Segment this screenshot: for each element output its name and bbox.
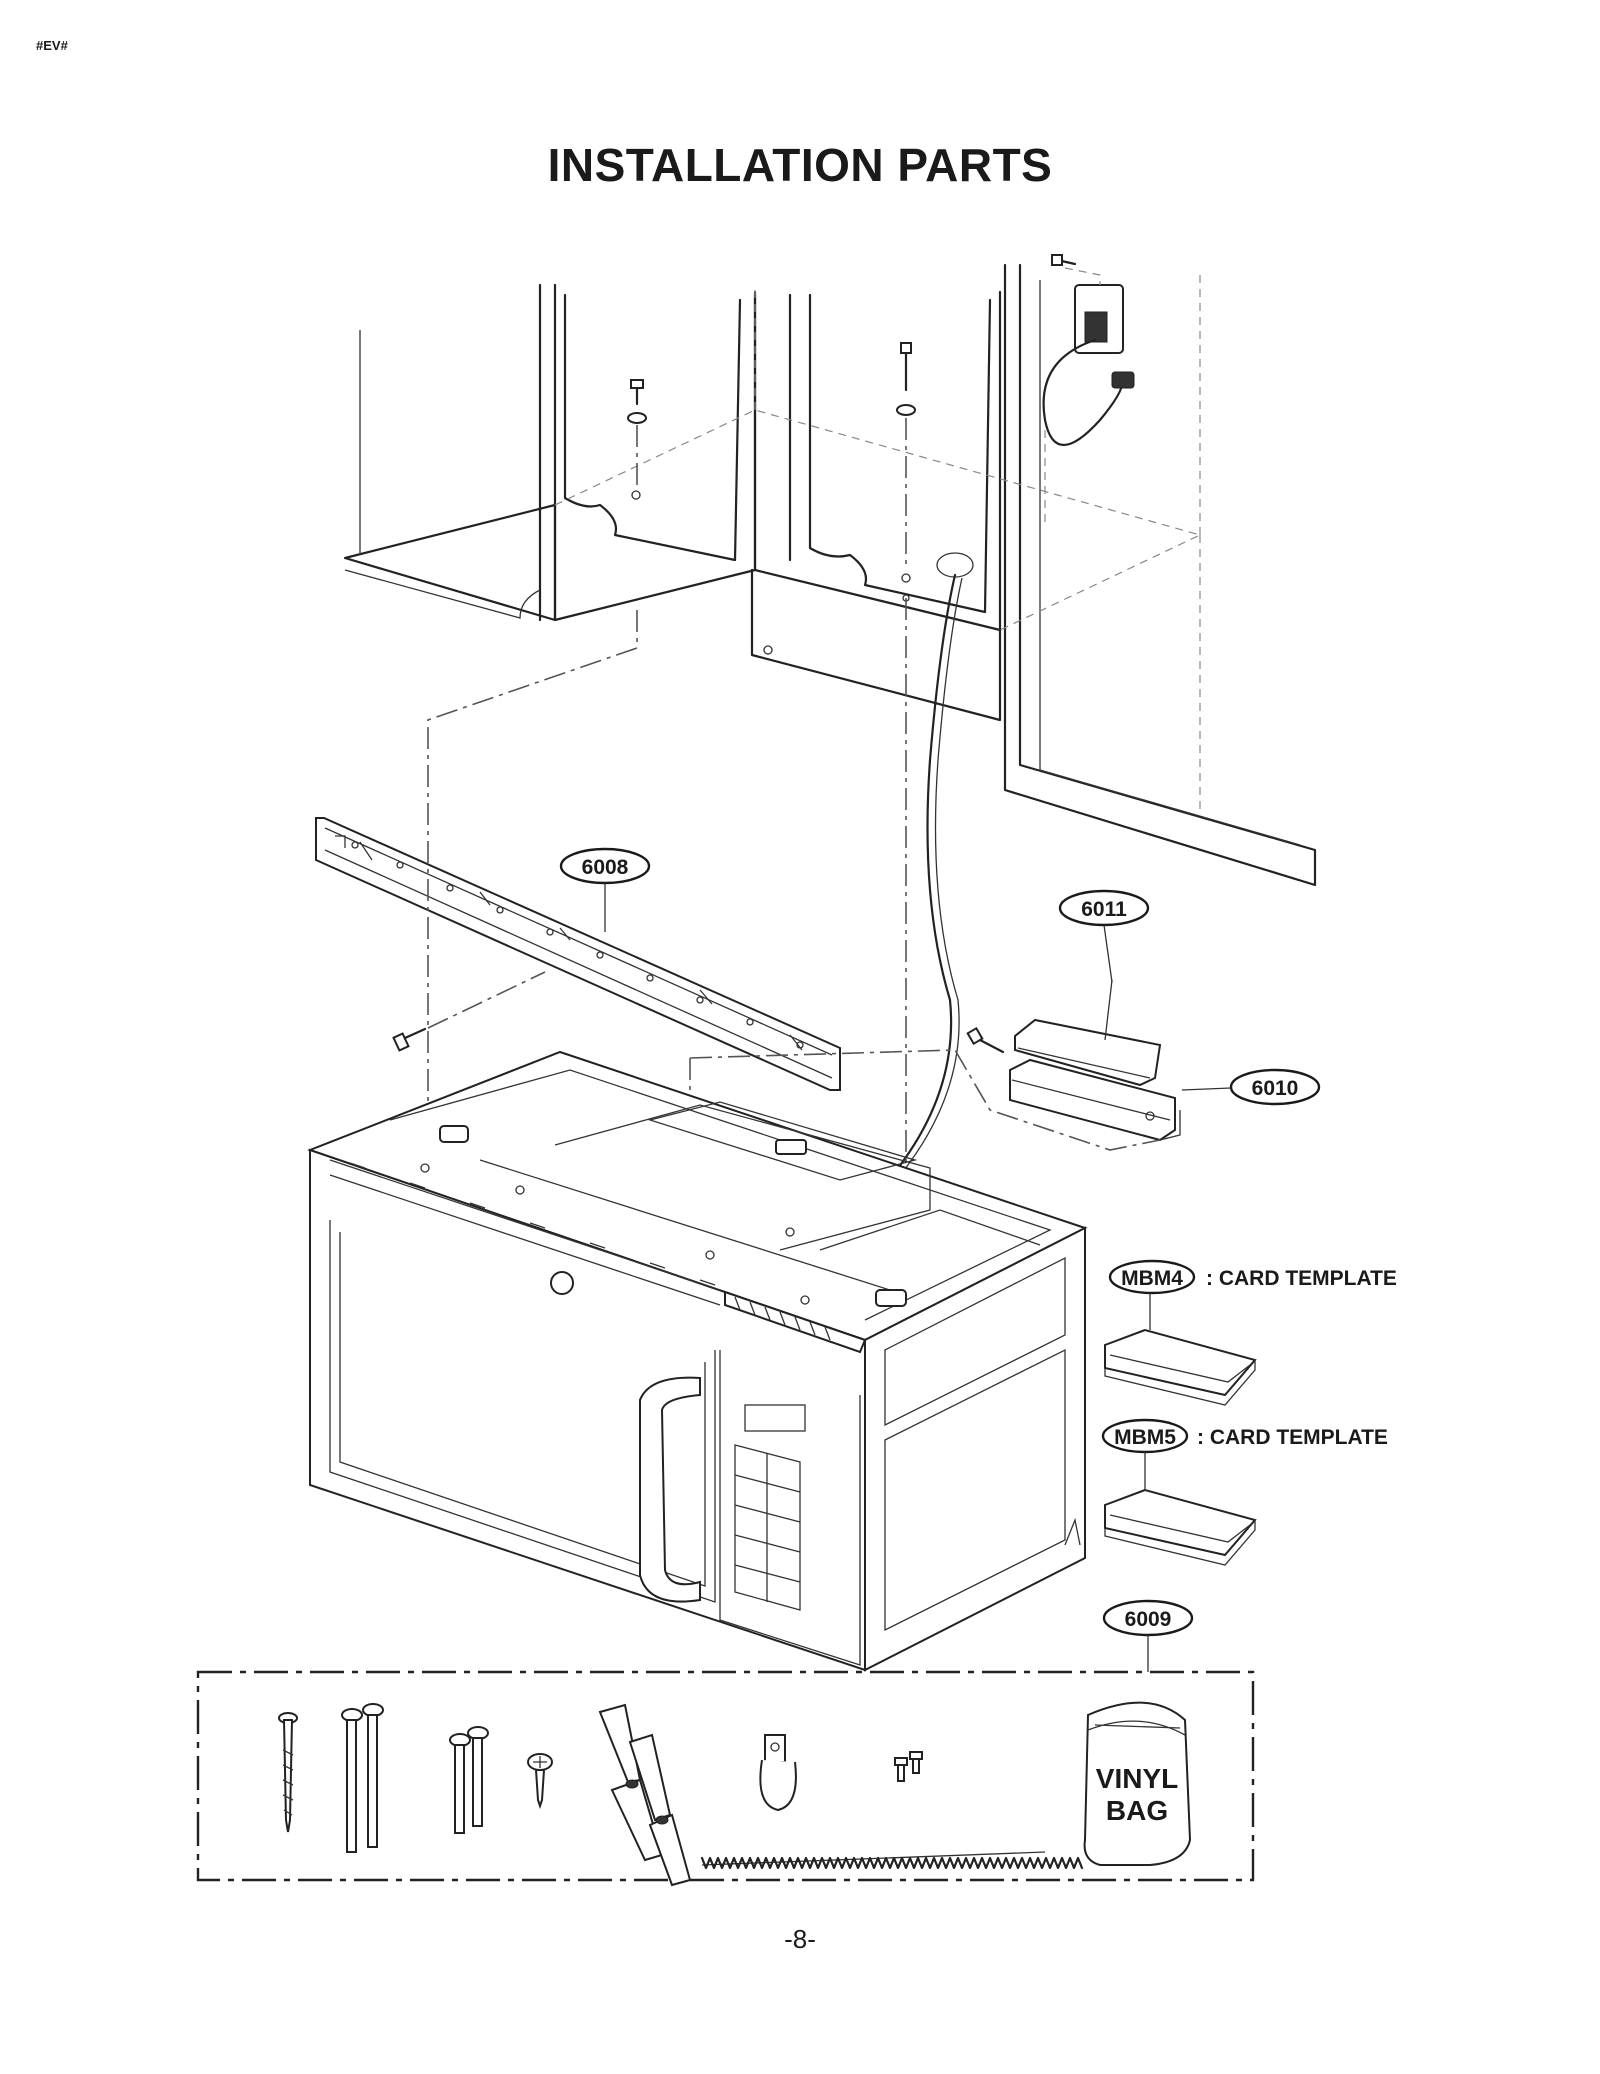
wall-cabinets [343, 254, 1317, 887]
exhaust-adaptor [1014, 979, 1162, 1087]
pan-screw [527, 1753, 553, 1810]
plate-screw [392, 1027, 427, 1052]
callout-6011: 6011 [1058, 889, 1150, 983]
mounting-plate [315, 817, 841, 1091]
wall-outlet [1042, 254, 1135, 447]
callout-mbm4-desc: : CARD TEMPLATE [1206, 1267, 1397, 1290]
small-screws [894, 1751, 923, 1782]
vinyl-bag-label-line2: BAG [1106, 1795, 1168, 1826]
page-title: INSTALLATION PARTS [547, 139, 1053, 191]
short-bolts [449, 1726, 489, 1834]
vinyl-bag: VINYL BAG [1083, 1701, 1192, 1866]
parts-kit-box [196, 1670, 1255, 1882]
document-code: #EV# [36, 38, 68, 53]
callout-mbm5-desc: : CARD TEMPLATE [1197, 1426, 1388, 1449]
vinyl-bag-label-line1: VINYL [1096, 1763, 1178, 1794]
cabinet-bolt-center [896, 342, 916, 416]
keypad [734, 1444, 801, 1611]
cabinet-screw-left [627, 379, 647, 424]
callout-6010: 6010 [1181, 1068, 1321, 1106]
callout-6009: 6009 [1102, 1599, 1194, 1672]
callout-mbm4-code: MBM4 [1121, 1267, 1183, 1290]
box-screw [966, 1026, 1005, 1054]
lag-screw [278, 1712, 298, 1833]
long-bolts [341, 1703, 384, 1853]
callout-6008: 6008 [559, 847, 651, 932]
card-template-2 [1104, 1488, 1257, 1566]
microwave-oven [307, 1050, 1088, 1672]
callout-6009-label: 6009 [1125, 1608, 1172, 1631]
card-template-1 [1104, 1328, 1257, 1406]
cable-clamp [759, 1734, 797, 1812]
spring [700, 1851, 1084, 1870]
callout-mbm5-code: MBM5 [1114, 1426, 1176, 1449]
page-number: -8- [784, 1924, 816, 1954]
toggle-bolts [598, 1703, 692, 1887]
callout-6008-label: 6008 [582, 856, 629, 879]
wire-box [1009, 1058, 1181, 1142]
callout-mbm4: MBM4 : CARD TEMPLATE [1108, 1259, 1397, 1330]
callout-6010-label: 6010 [1252, 1077, 1299, 1100]
callout-6011-label: 6011 [1081, 898, 1127, 921]
callout-mbm5: MBM5 : CARD TEMPLATE [1101, 1418, 1388, 1490]
